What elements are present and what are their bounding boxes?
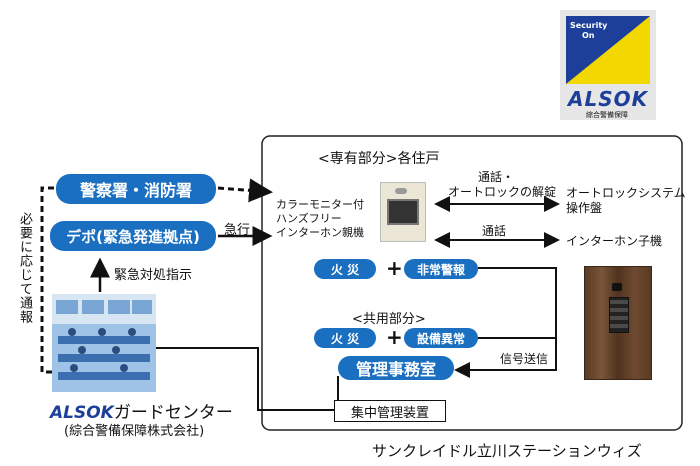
logo-badge-line2: On [582,31,595,40]
alsok-logo: Security On ALSOK 綜合警備保障 [560,10,656,120]
intercom-master-unit-image [380,182,426,242]
logo-badge-graphic [566,16,650,84]
fire-badge-private: 火 災 [314,259,376,279]
guard-center-brand: ALSOK [50,403,114,423]
autolock-panel-label: オートロックシステム 操作盤 [566,186,686,216]
private-area-header: <専有部分>各住戸 [318,151,440,167]
management-office-box: 管理事務室 [338,356,454,380]
unit-label-line-1: カラーモニター付 [276,198,364,211]
fire-label-private: 火 災 [330,262,360,277]
central-to-center-line [156,347,334,411]
unit-label-line-3: インターホン親機 [276,226,364,239]
intercom-sub-unit-image [584,266,652,380]
management-office-label: 管理事務室 [355,360,436,379]
equipment-fault-badge: 設備異常 [404,328,478,348]
autolock-line-2: 操作盤 [566,201,603,215]
call-unlock-line-2: オートロックの解錠 [448,185,557,199]
camera-lens [612,283,622,291]
unit-label-line-2: ハンズフリー [276,212,342,225]
police-fire-label: 警察署・消防署 [79,181,192,200]
unit-label-block: カラーモニター付 ハンズフリー インターホン親機 [276,198,364,240]
emergency-alarm-label: 非常警報 [416,262,465,277]
depot-label: デポ(緊急発進拠点) [66,227,200,246]
guard-center-name: ガードセンター [113,403,233,423]
logo-brand: ALSOK [568,87,649,111]
police-fire-station-box: 警察署・消防署 [56,174,216,204]
building-name-caption: サンクレイドル立川ステーションウィズ [372,442,642,460]
central-system-box: 集中管理装置 [334,400,446,422]
monitor-screen [387,199,419,225]
monitor-speaker [395,188,407,194]
call-unlock-line-1: 通話・ [478,170,515,184]
emergency-instruction-label: 緊急対処指示 [114,268,193,283]
building-panel-border [261,135,683,431]
plus-sign-private: + [386,256,403,280]
fire-badge-shared: 火 災 [314,328,376,348]
control-room-graphic [52,294,156,392]
report-dashed-line [40,186,56,374]
equipment-fault-label: 設備異常 [416,331,465,346]
fire-label-shared: 火 災 [330,331,360,346]
plus-sign-shared: + [386,325,403,349]
guard-center-company: (綜合警備保障株式会社) [64,424,205,439]
signal-send-label: 信号送信 [500,352,549,366]
guard-center-title: ALSOKガードセンター [50,398,233,423]
call-unlock-label: 通話・ オートロックの解錠 [448,170,556,200]
dispatch-label: 急行 [224,223,251,238]
autolock-line-1: オートロックシステム [566,186,686,200]
signal-line-private [454,267,557,378]
emergency-alarm-badge: 非常警報 [404,259,478,279]
keypad [609,297,629,333]
depot-box: デポ(緊急発進拠点) [50,221,216,251]
police-to-building-arrow [217,178,273,203]
guard-center-photo [52,294,156,392]
vertical-report-note: 必要に応じて通報 [17,212,32,324]
logo-badge-line1: Security [570,21,608,30]
intercom-sub-label: インターホン子機 [566,234,663,248]
call-label: 通話 [482,224,507,238]
shared-area-header: <共用部分> [352,312,426,327]
logo-brand-sub: 綜合警備保障 [586,111,628,119]
central-system-label: 集中管理装置 [350,405,429,421]
